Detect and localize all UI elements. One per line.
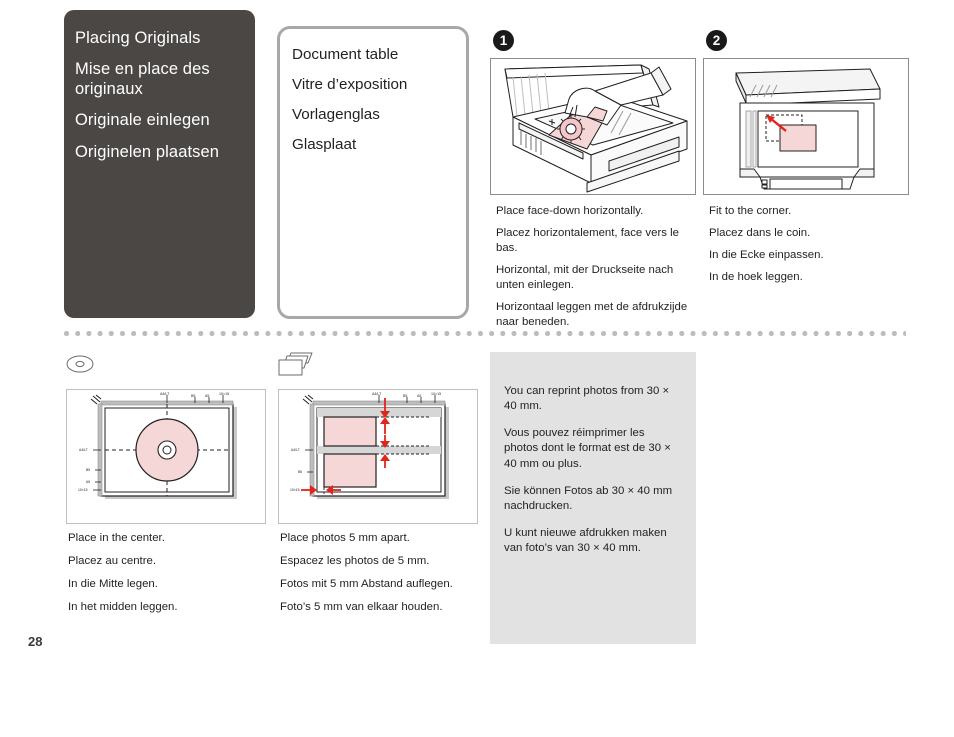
document-table-name-box: Document table Vitre d’exposition Vorlag… — [277, 26, 469, 319]
svg-text:10×15: 10×15 — [219, 392, 229, 396]
caption-line-fr: Placez dans le coin. — [709, 227, 811, 240]
step-badge-1: 1 — [493, 30, 514, 51]
doc-table-label-fr: Vitre d’exposition — [292, 76, 408, 93]
svg-text:A4/LT: A4/LT — [160, 392, 170, 396]
caption-line-en: Fit to the corner. — [709, 205, 792, 217]
svg-text:B5: B5 — [191, 394, 195, 398]
title-panel: Placing Originals Mise en place des orig… — [64, 10, 255, 318]
dotted-divider — [64, 331, 906, 336]
svg-text:A5: A5 — [417, 394, 421, 398]
note-line-nl: U kunt nieuwe afdrukken maken van foto’s… — [504, 527, 667, 555]
svg-text:A4/LT: A4/LT — [79, 448, 88, 452]
caption-line-fr: Placez au centre. — [68, 555, 157, 568]
caption-line-de: In die Ecke einpassen. — [709, 249, 824, 262]
svg-text:B5: B5 — [403, 394, 407, 398]
doc-table-label-de: Vorlagenglas — [292, 106, 380, 123]
note-line-en: You can reprint photos from 30 × 40 mm. — [504, 385, 670, 413]
doc-table-label-en: Document table — [292, 46, 399, 63]
illustration-step-2 — [703, 58, 909, 195]
svg-text:A4/LT: A4/LT — [372, 392, 382, 396]
svg-text:A4/LT: A4/LT — [291, 448, 300, 452]
scanner-top-view-fit-corner-icon — [735, 68, 881, 190]
scanner-lid-open-place-photo-icon — [504, 64, 688, 193]
note-panel: You can reprint photos from 30 × 40 mm. … — [490, 352, 696, 644]
two-photos-5mm-apart-on-document-table-icon: A4/LT B5 A5 10×15 A4/LT B5 10×15 — [290, 392, 449, 499]
caption-line-nl: In de hoek leggen. — [709, 271, 803, 284]
caption-cd-placement: Place in the center. Placez au centre. I… — [68, 531, 268, 623]
title-line-nl: Originelen plaatsen — [75, 142, 220, 161]
diagram-photos-5mm-apart: A4/LT B5 A5 10×15 A4/LT B5 10×15 — [278, 389, 478, 524]
svg-text:A5: A5 — [205, 394, 209, 398]
caption-line-fr: Placez horizontalement, face vers le bas… — [496, 227, 679, 255]
svg-text:A5: A5 — [86, 480, 90, 484]
caption-line-en: Place face-down horizontally. — [496, 205, 644, 217]
caption-line-nl: Horizontaal leggen met de afdrukzijde na… — [496, 301, 688, 329]
svg-text:10×15: 10×15 — [78, 488, 88, 492]
caption-photos-placement: Place photos 5 mm apart. Espacez les pho… — [280, 531, 485, 623]
caption-line-en: Place photos 5 mm apart. — [280, 532, 410, 544]
note-line-de: Sie können Fotos ab 30 × 40 mm nachdruck… — [504, 484, 673, 512]
caption-line-nl: Foto’s 5 mm van elkaar houden. — [280, 601, 443, 614]
caption-line-en: Place in the center. — [68, 532, 165, 544]
title-line-fr: Mise en place des originaux — [75, 60, 210, 99]
cd-centered-on-document-table-icon: A4/LT B5 A5 10×15 A4/LT B5 A5 10×15 — [78, 392, 237, 499]
title-line-en: Placing Originals — [75, 29, 201, 47]
page-number: 28 — [28, 634, 43, 649]
caption-step-1: Place face-down horizontally. Placez hor… — [496, 204, 692, 337]
illustration-step-1 — [490, 58, 696, 195]
caption-line-nl: In het midden leggen. — [68, 601, 178, 614]
caption-line-de: Horizontal, mit der Druckseite nach unte… — [496, 264, 674, 292]
cd-disc-icon — [65, 352, 95, 376]
diagram-cd-centered: A4/LT B5 A5 10×15 A4/LT B5 A5 10×15 — [66, 389, 266, 524]
stacked-photos-icon — [277, 351, 315, 379]
step-badge-2: 2 — [706, 30, 727, 51]
caption-step-2: Fit to the corner. Placez dans le coin. … — [709, 204, 905, 292]
doc-table-label-nl: Glasplaat — [292, 136, 357, 153]
caption-line-de: In die Mitte legen. — [68, 578, 158, 591]
title-line-de: Originale einlegen — [75, 111, 210, 130]
svg-text:B5: B5 — [298, 470, 302, 474]
caption-line-de: Fotos mit 5 mm Abstand auflegen. — [280, 578, 453, 591]
svg-text:B5: B5 — [86, 468, 90, 472]
caption-line-fr: Espacez les photos de 5 mm. — [280, 555, 430, 568]
svg-text:10×15: 10×15 — [431, 392, 441, 396]
note-line-fr: Vous pouvez réimprimer les photos dont l… — [504, 427, 671, 470]
svg-text:10×15: 10×15 — [290, 488, 300, 492]
